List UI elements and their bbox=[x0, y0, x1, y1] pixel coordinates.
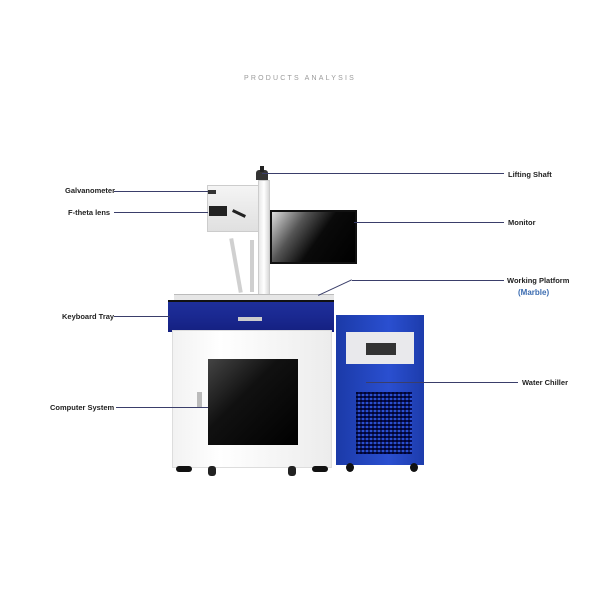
arm-base bbox=[174, 294, 334, 301]
lifting-shaft bbox=[256, 170, 268, 180]
leader-line-computer-system bbox=[116, 407, 208, 408]
label-working-platform-sub: (Marble) bbox=[518, 288, 550, 297]
label-computer-system: Computer System bbox=[50, 403, 115, 412]
leader-line-lifting-shaft bbox=[262, 173, 504, 174]
label-monitor: Monitor bbox=[508, 218, 536, 227]
page-title: PRODUCTS ANALYSIS bbox=[244, 75, 356, 82]
monitor-screen bbox=[270, 210, 357, 264]
wheel bbox=[288, 466, 296, 476]
column bbox=[258, 180, 270, 297]
wheel bbox=[346, 463, 354, 472]
chiller-grille bbox=[356, 392, 412, 454]
leader-line-keyboard-tray bbox=[114, 316, 170, 317]
cabinet-window bbox=[208, 359, 298, 445]
leader-line-ftheta bbox=[114, 212, 208, 213]
keyboard-tray bbox=[168, 300, 334, 332]
shaft-knob bbox=[260, 166, 264, 172]
label-lifting-shaft: Lifting Shaft bbox=[508, 170, 552, 179]
galvanometer-window bbox=[208, 190, 216, 194]
leader-line-galvanometer bbox=[114, 191, 208, 192]
foot bbox=[312, 466, 328, 472]
label-working-platform: Working Platform bbox=[507, 276, 570, 285]
ftheta-lens bbox=[209, 206, 227, 216]
leader-line-monitor bbox=[354, 222, 504, 223]
wheel bbox=[410, 463, 418, 472]
tray-plate bbox=[238, 317, 262, 321]
laser-machine bbox=[160, 160, 430, 480]
support-arm-2 bbox=[250, 240, 254, 292]
leader-line-working-platform bbox=[352, 280, 504, 281]
cabinet-latch bbox=[197, 392, 202, 408]
wheel bbox=[208, 466, 216, 476]
label-water-chiller: Water Chiller bbox=[522, 378, 568, 387]
leader-line-water-chiller bbox=[366, 382, 518, 383]
support-arm bbox=[229, 238, 243, 293]
label-keyboard-tray: Keyboard Tray bbox=[62, 312, 115, 321]
foot bbox=[176, 466, 192, 472]
chiller-display bbox=[366, 343, 396, 355]
label-ftheta-lens: F-theta lens bbox=[68, 208, 111, 217]
label-galvanometer: Galvanometer bbox=[65, 186, 116, 195]
